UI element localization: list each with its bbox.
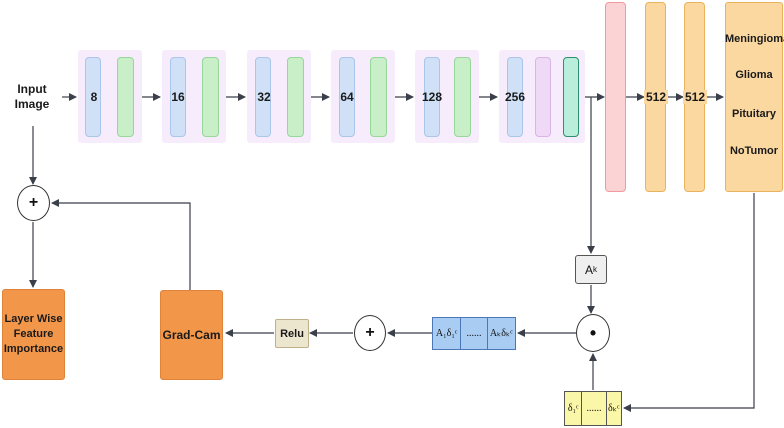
class-pituitary: Pituitary (731, 108, 776, 120)
output-classes-box (725, 2, 783, 192)
flatten-layer (605, 2, 626, 192)
dense-label-2: 512 (683, 90, 707, 104)
class-meningioma: Meningioma (725, 33, 784, 45)
gradient-cell-dots: ...... (582, 392, 607, 425)
relu-label: Relu (280, 327, 304, 340)
gradcam-box: Grad-Cam (160, 290, 223, 380)
conv-layer-3a (255, 57, 271, 137)
gradcam-label: Grad-Cam (162, 328, 221, 342)
weighted-cell-1: A₁δ₁ᶜ (433, 318, 462, 349)
conv-layer-3b (287, 57, 304, 137)
conv-layer-2a (170, 57, 186, 137)
conv-layer-6b (535, 57, 551, 137)
weighted-cell-dots: ...... (461, 318, 488, 349)
sum-plus-symbol: + (365, 324, 375, 341)
feature-fusion-operator: + (17, 185, 50, 221)
conv-layer-6c (563, 57, 579, 137)
class-notumor: NoTumor (729, 145, 779, 157)
input-image-label: Input Image (2, 68, 62, 126)
block-label-5: 128 (421, 90, 443, 104)
activation-label: A (584, 262, 593, 277)
activation-subscript: k (593, 265, 597, 274)
gradient-cell-k: δₖᶜ (608, 403, 620, 414)
relu-box: Relu (275, 319, 309, 348)
input-label-line2: Image (14, 97, 50, 111)
gradients-box: δ₁ᶜ ...... δₖᶜ (564, 391, 622, 426)
conv-layer-5b (454, 57, 471, 137)
layerwise-line2: Feature (13, 328, 54, 340)
weighted-cell-k: Aₖδₖᶜ (489, 328, 513, 339)
conv-layer-4a (339, 57, 355, 137)
gradient-cell-1: δ₁ᶜ (565, 392, 583, 425)
conv-layer-2b (202, 57, 219, 137)
conv-layer-4b (370, 57, 387, 137)
block-label-2: 16 (171, 90, 185, 104)
conv-layer-6a (507, 57, 523, 137)
block-label-6: 256 (504, 90, 526, 104)
block-label-3: 32 (257, 90, 271, 104)
layer-wise-importance-box: Layer Wise Feature Importance (2, 289, 65, 380)
fusion-plus-symbol: + (28, 194, 39, 211)
dot-symbol: • (589, 322, 597, 343)
conv-layer-5a (424, 57, 440, 137)
class-glioma: Glioma (735, 69, 773, 81)
dense-label-1: 512 (644, 90, 668, 104)
sum-operator: + (354, 315, 386, 351)
conv-layer-1b (117, 57, 134, 137)
weighted-activations-box: A₁δ₁ᶜ ...... Aₖδₖᶜ (432, 317, 516, 350)
input-label-line1: Input (17, 82, 47, 96)
conv-layer-1a (85, 57, 101, 137)
block-label-4: 64 (340, 90, 354, 104)
layerwise-line3: Importance (3, 343, 64, 355)
block-label-1: 8 (90, 90, 98, 104)
layerwise-line1: Layer Wise (4, 313, 63, 325)
dot-product-operator: • (576, 314, 610, 352)
